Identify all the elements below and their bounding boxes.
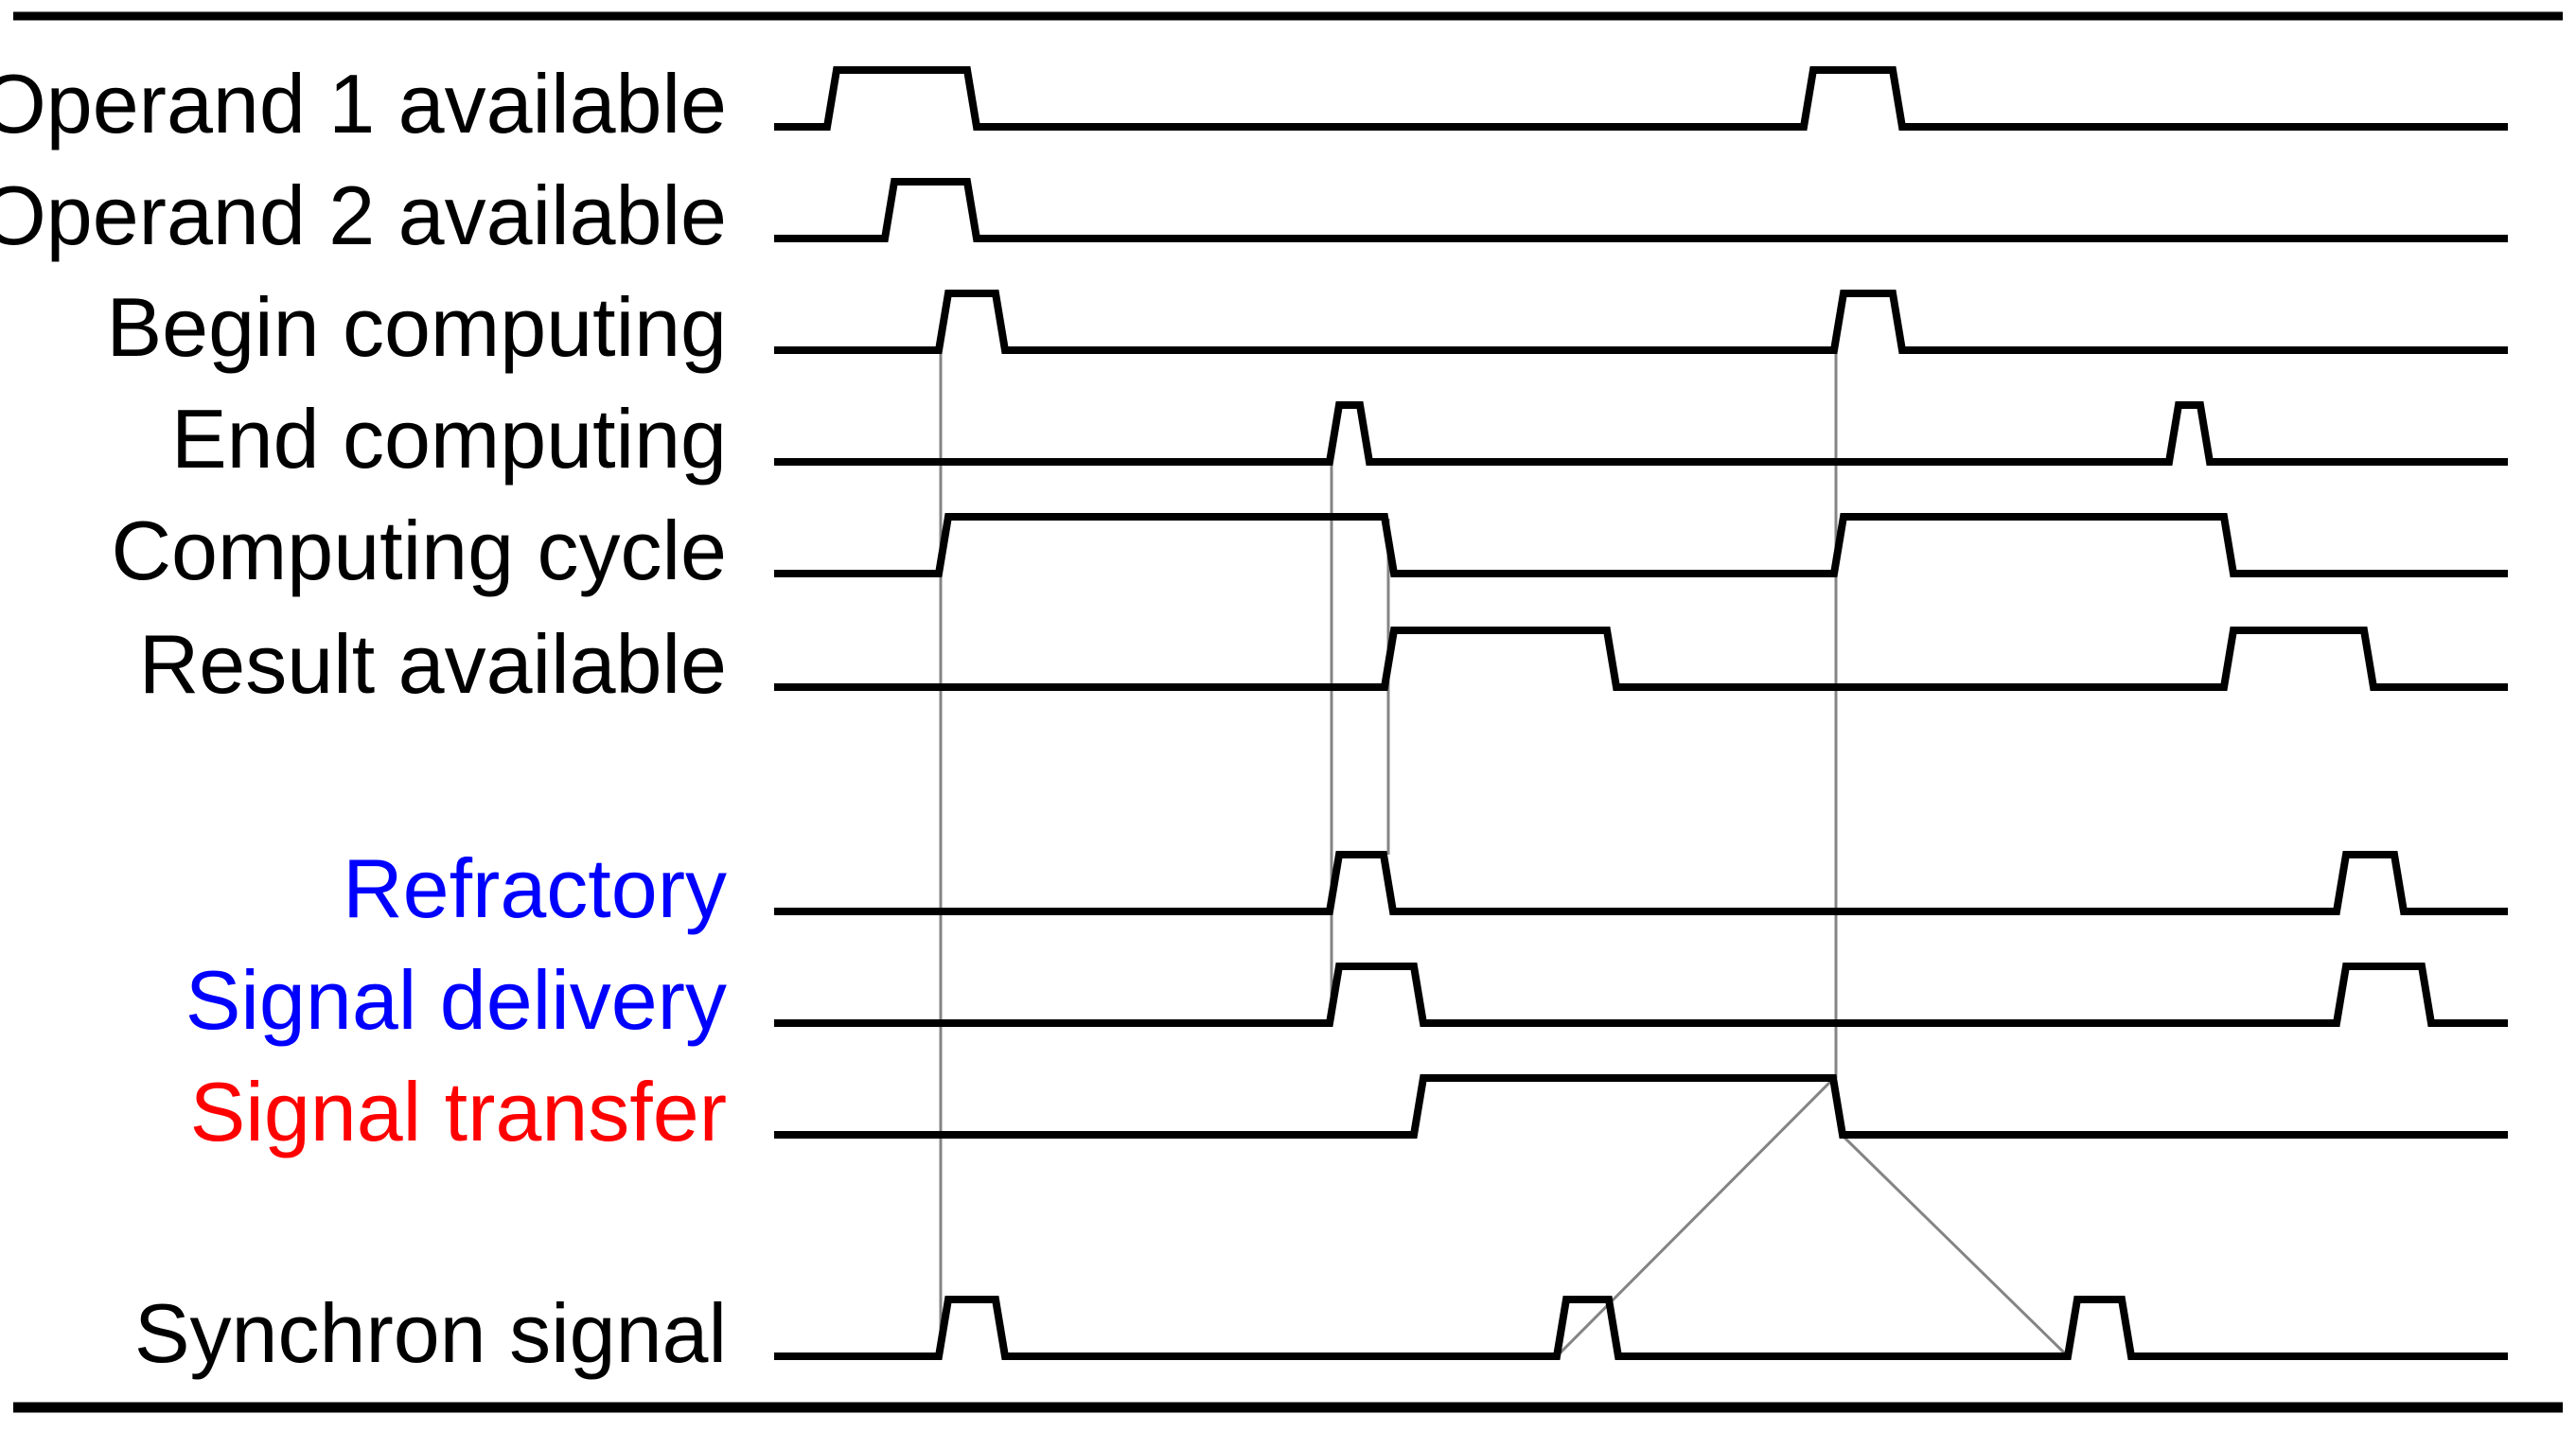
waveform-begin-computing xyxy=(774,290,2508,354)
signal-label-computing-cycle: Computing cycle xyxy=(111,504,727,597)
border-layer xyxy=(13,11,2563,1413)
label-layer: Operand 1 available Operand 2 available … xyxy=(0,57,727,1380)
signal-label-begin-computing: Begin computing xyxy=(106,280,727,374)
signal-label-synchron-signal: Synchron signal xyxy=(134,1286,727,1380)
waveform-signal-delivery xyxy=(774,963,2508,1027)
signal-label-operand-2-available: Operand 2 available xyxy=(0,168,727,262)
waveform-result-available xyxy=(774,627,2508,691)
waveform-layer xyxy=(774,66,2508,1360)
waveform-end-computing xyxy=(774,401,2508,466)
signal-label-signal-delivery: Signal delivery xyxy=(185,953,727,1047)
signal-label-refractory: Refractory xyxy=(343,841,727,935)
waveform-computing-cycle xyxy=(774,513,2508,577)
signal-label-operand-1-available: Operand 1 available xyxy=(0,57,727,150)
diagonal-line-0 xyxy=(1555,1076,1836,1358)
waveform-refractory xyxy=(774,851,2508,915)
signal-label-result-available: Result available xyxy=(139,617,727,711)
waveform-operand-1-available xyxy=(774,66,2508,131)
waveform-operand-2-available xyxy=(774,178,2508,242)
signal-label-signal-transfer: Signal transfer xyxy=(190,1065,727,1158)
signal-label-end-computing: End computing xyxy=(171,392,727,486)
diagonal-line-1 xyxy=(1840,1133,2070,1358)
guide-layer xyxy=(939,350,2070,1358)
waveform-signal-transfer xyxy=(774,1074,2508,1139)
waveform-synchron-signal xyxy=(774,1296,2508,1360)
